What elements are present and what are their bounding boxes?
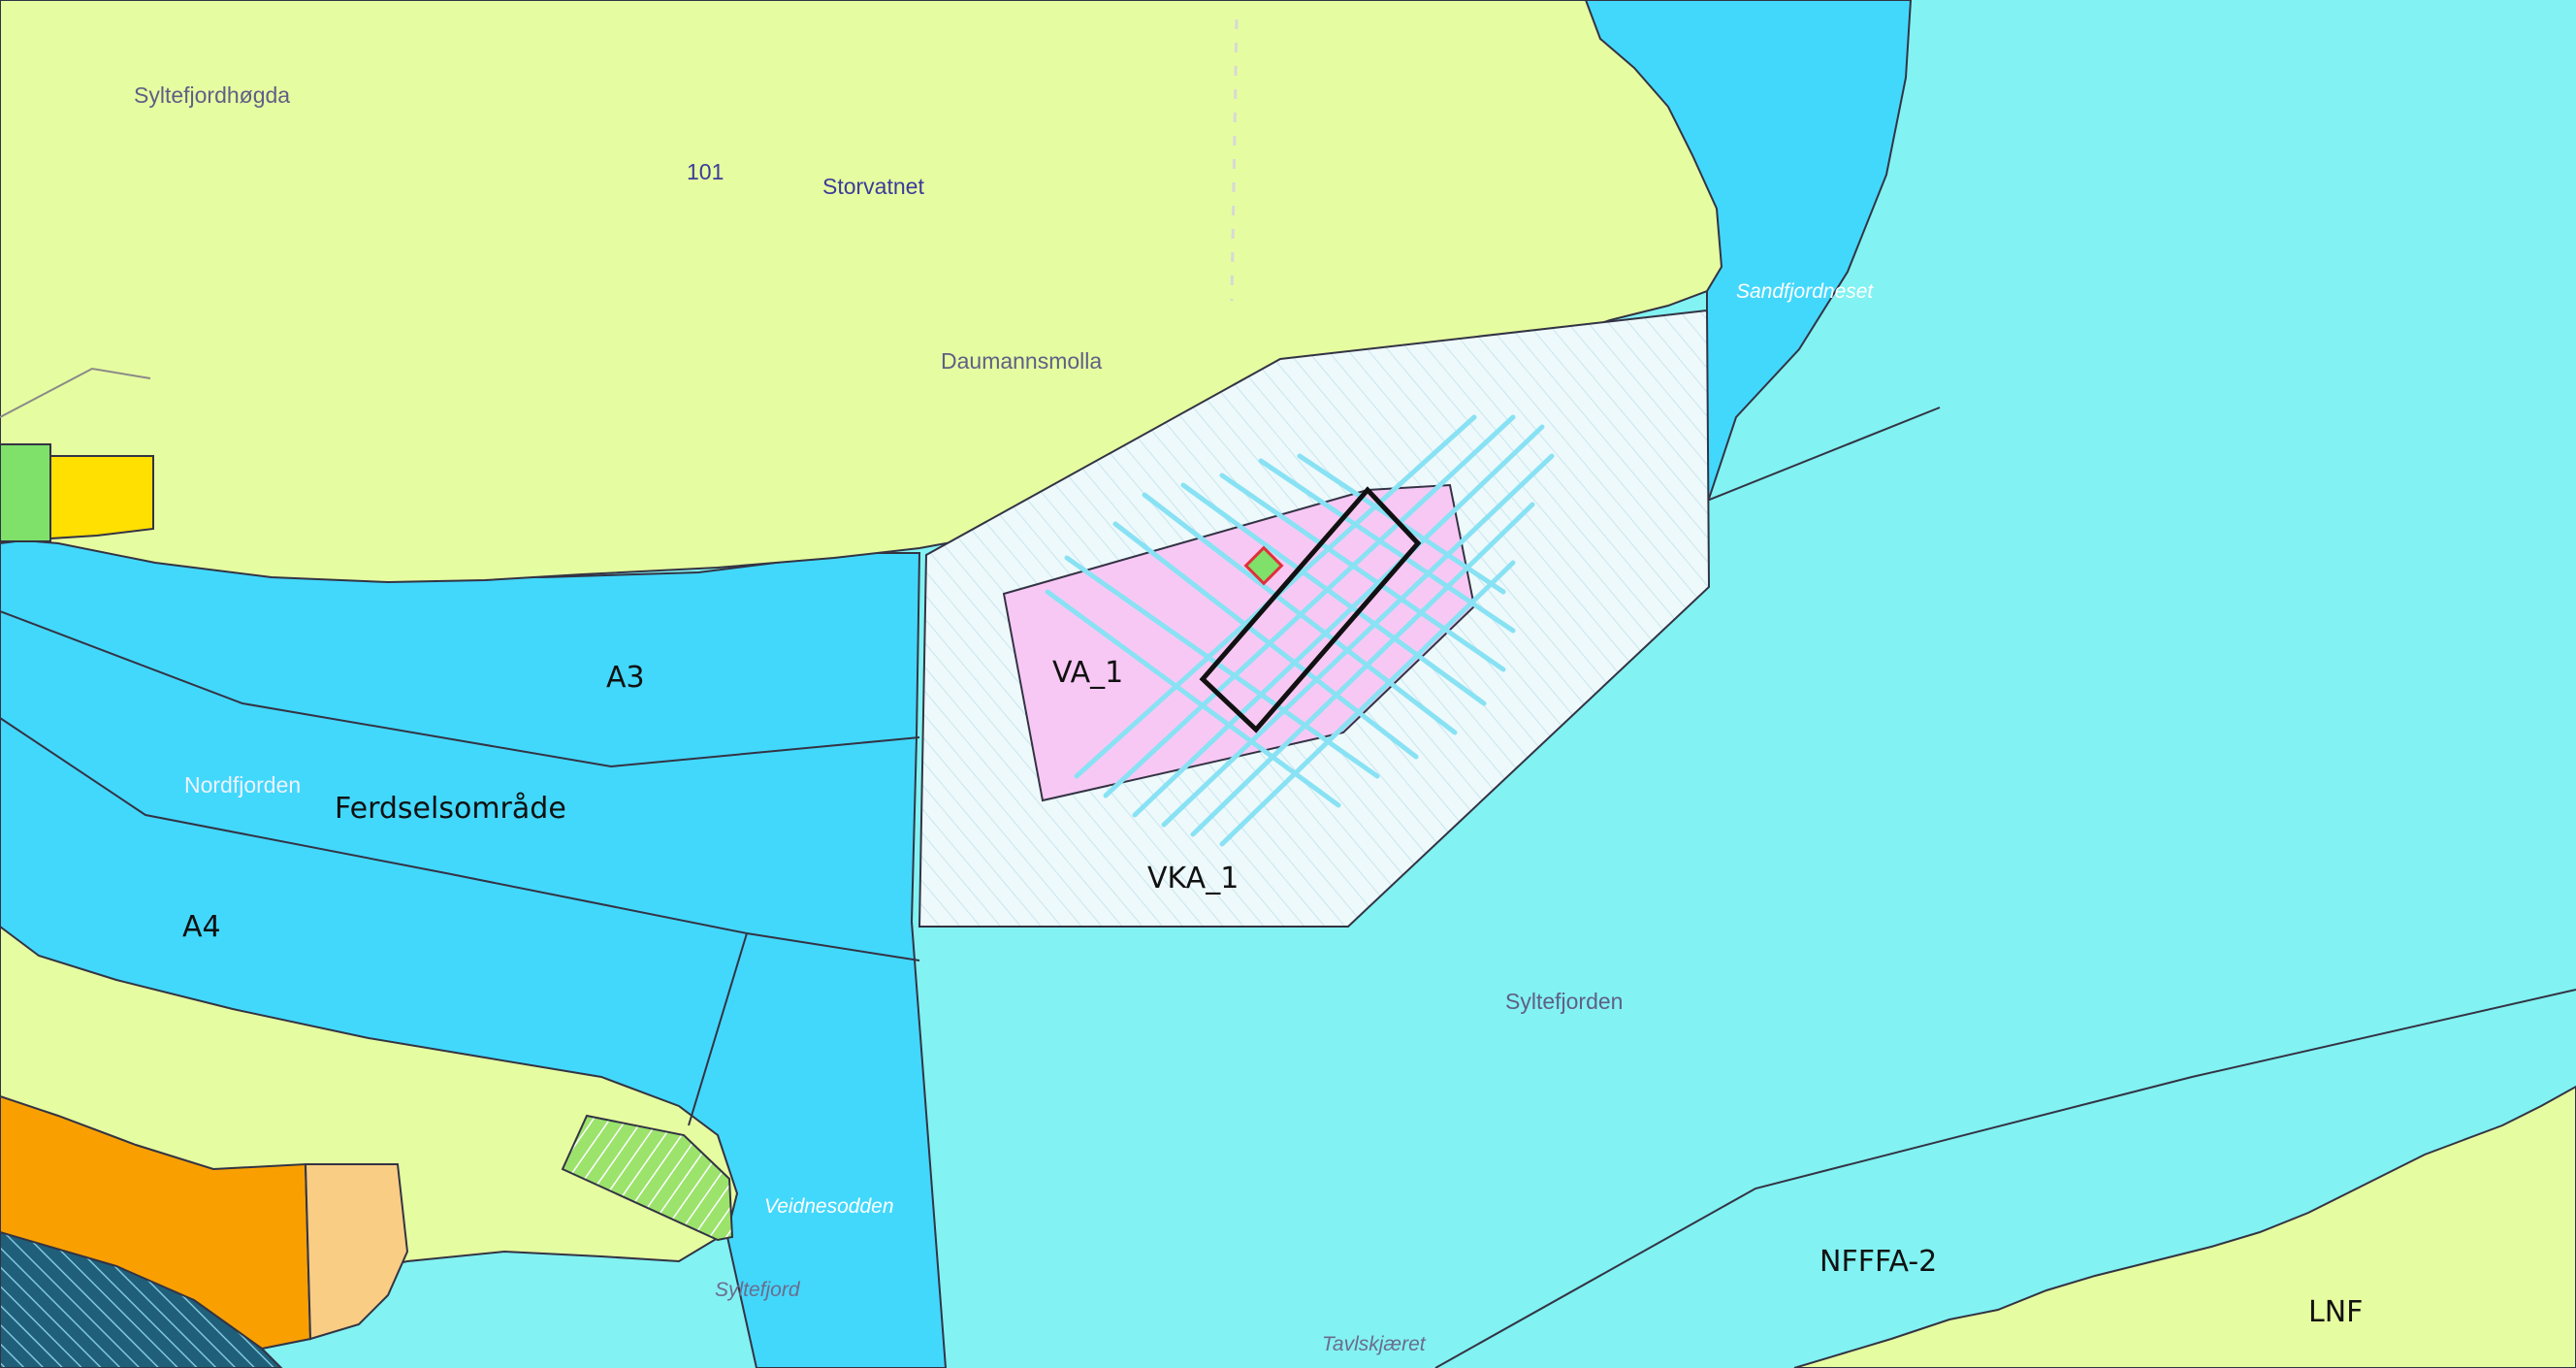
zone-label-va-1: VA_1	[1052, 656, 1123, 690]
zone-label-a3: A3	[606, 661, 645, 695]
road-west	[0, 367, 151, 418]
zone-label-lnf: LNF	[2308, 1295, 2363, 1329]
label-storvatnet: Storvatnet	[822, 174, 924, 199]
green-zone-west	[0, 443, 51, 542]
peach-zone	[304, 1163, 409, 1341]
label-syltefjord: Syltefjord	[715, 1279, 801, 1301]
zone-boundary-nfffa	[1434, 989, 2576, 1368]
zone-boundary-mid	[688, 932, 748, 1126]
label-syltefjordhogda: Syltefjordhøgda	[134, 82, 290, 108]
label-veidnesodden: Veidnesodden	[764, 1195, 894, 1218]
dark-hatched-zone	[0, 1230, 283, 1368]
zone-label-nfffa-2: NFFFA-2	[1819, 1245, 1937, 1279]
yellow-zone-west	[49, 455, 154, 540]
zone-label-a4: A4	[182, 910, 221, 944]
dashed-boundary	[1230, 18, 1239, 302]
label-nordfjorden: Nordfjorden	[184, 772, 301, 798]
label-sandfjordneset: Sandfjordneset	[1736, 280, 1874, 303]
label-syltefjorden: Syltefjorden	[1505, 989, 1623, 1014]
green-hatched-zone	[561, 1114, 734, 1242]
label-elevation: 101	[687, 159, 724, 184]
label-daumannsmolla: Daumannsmolla	[941, 348, 1102, 374]
land-south-east	[1793, 1085, 2576, 1368]
location-marker[interactable]	[1243, 545, 1284, 586]
farm-grid-outline[interactable]	[1199, 486, 1422, 733]
mooring-lines	[1045, 414, 1555, 847]
zone-label-ferdselsomrade: Ferdselsområde	[335, 792, 566, 826]
zone-boundary-a4	[0, 717, 920, 961]
zone-boundary-a3	[0, 610, 920, 768]
label-tavlskjaeret: Tavlskjæret	[1322, 1333, 1427, 1355]
zone-label-vka-1: VKA_1	[1147, 862, 1239, 896]
